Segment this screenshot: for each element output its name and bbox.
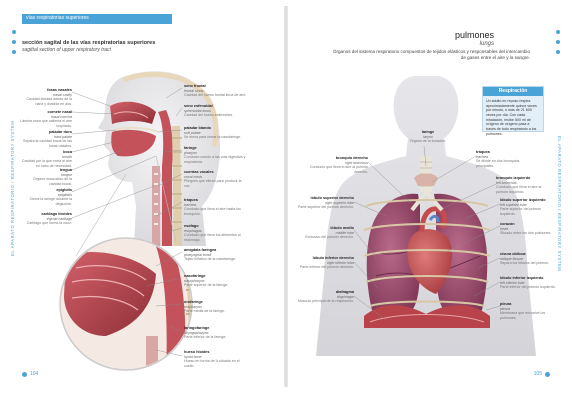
page-number-left: 104 bbox=[22, 371, 38, 377]
page-number-right: 105 bbox=[534, 371, 550, 377]
page-dot-icon bbox=[545, 372, 550, 377]
book-spread: vías respiratorias superiores EL APARATO… bbox=[6, 6, 566, 387]
left-page: vías respiratorias superiores EL APARATO… bbox=[6, 6, 286, 387]
book-gutter bbox=[284, 6, 288, 387]
page-dot-icon bbox=[22, 372, 27, 377]
right-page: EL APARATO RESPIRATORIO / RESPIRATORY SY… bbox=[286, 6, 566, 387]
infobox-text: Un adulto en reposo respira aproximadame… bbox=[483, 96, 543, 139]
infobox-title: Respiración bbox=[483, 87, 543, 96]
trachea-section bbox=[152, 166, 160, 246]
respiration-infobox: Respiración Un adulto en reposo respira … bbox=[482, 86, 544, 132]
